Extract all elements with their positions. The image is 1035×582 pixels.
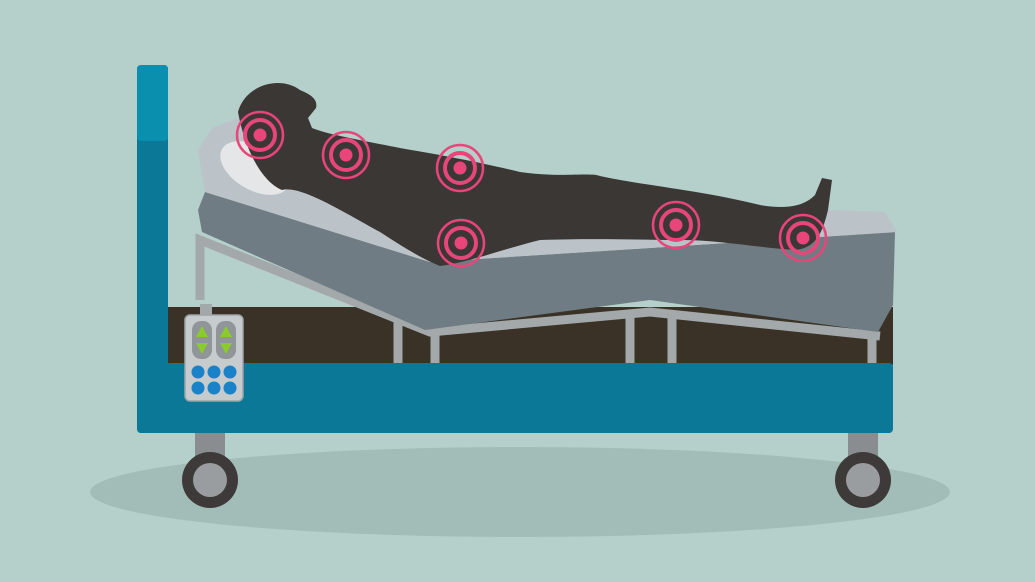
remote-arrow-button-1[interactable]	[192, 321, 212, 359]
pain-point-ankle	[778, 213, 828, 263]
pain-points	[235, 110, 828, 268]
mattress-side	[198, 192, 895, 332]
pain-point-shoulder	[321, 130, 371, 180]
left-wheel	[182, 430, 238, 508]
pain-point-knee	[651, 200, 701, 250]
pain-point-hand	[435, 143, 485, 193]
pain-point-hip	[436, 218, 486, 268]
headboard	[137, 65, 168, 433]
bed-base	[137, 363, 893, 433]
bed-remote-control[interactable]	[184, 304, 244, 402]
right-wheel	[835, 430, 891, 508]
pain-point-head	[235, 110, 285, 160]
headboard-top	[137, 65, 168, 141]
remote-arrow-button-2[interactable]	[216, 321, 236, 359]
remote-round-buttons[interactable]	[191, 365, 237, 395]
person-silhouette	[238, 83, 832, 267]
bed-frame	[195, 233, 881, 365]
floor-shadow	[90, 447, 950, 537]
